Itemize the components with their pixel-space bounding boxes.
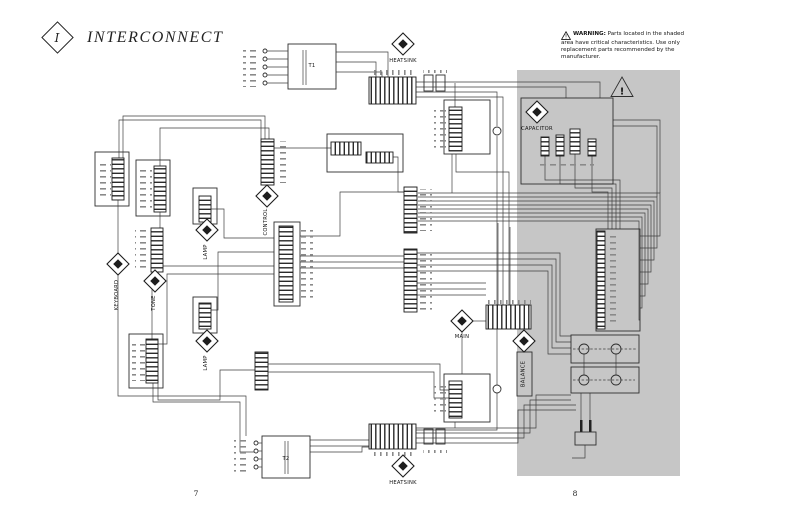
connector-tone-c bbox=[145, 338, 159, 384]
pin-label-marks bbox=[98, 66, 619, 460]
shaded-warning-triangle: ! bbox=[610, 76, 634, 98]
main-board-outline bbox=[595, 228, 641, 332]
connector-lamp-upper bbox=[198, 195, 212, 223]
relay-contact-3 bbox=[578, 374, 590, 386]
connector-keyboard bbox=[111, 157, 125, 201]
wire-group-left bbox=[117, 115, 270, 453]
ac-plug bbox=[574, 420, 597, 446]
warning-triangle-icon: ! bbox=[561, 31, 571, 40]
connector-capacitor-4 bbox=[587, 138, 597, 157]
jack-bottom bbox=[492, 384, 502, 394]
plug-prong-1 bbox=[580, 420, 583, 432]
small-module-box-4 bbox=[435, 428, 446, 445]
relay-contact-2 bbox=[610, 343, 622, 355]
connector-main-board-edge bbox=[596, 230, 606, 330]
component-markers: HEATSINK CAPACITOR CONTROL LAMP KEYBOARD… bbox=[106, 32, 553, 486]
warning-note: ! WARNING: Parts located in the shaded a… bbox=[561, 31, 711, 61]
plug-prong-2 bbox=[589, 420, 592, 432]
connector-control-bottom bbox=[254, 351, 269, 391]
interconnect-diamond-icon: I bbox=[41, 21, 74, 54]
heatsink-bottom-label: HEATSINK bbox=[389, 480, 417, 486]
heatsink-top-marker bbox=[391, 32, 415, 56]
warning-line-2: area have critical characteristics. Use … bbox=[561, 40, 680, 46]
connector-capacitor-2 bbox=[555, 134, 565, 157]
connector-center-a bbox=[403, 186, 418, 234]
relay-section bbox=[570, 334, 640, 394]
connector-lamp-lower bbox=[198, 302, 212, 330]
connector-heatsink-bottom bbox=[368, 423, 417, 450]
connector-right-lower bbox=[448, 380, 463, 419]
control-marker bbox=[255, 184, 279, 208]
svg-text:!: ! bbox=[620, 87, 625, 98]
svg-text:!: ! bbox=[565, 35, 567, 40]
lamp-lower-label: LAMP bbox=[203, 355, 209, 370]
relay-contact-1 bbox=[578, 343, 590, 355]
warning-text-1: WARNING: Parts located in the shaded bbox=[573, 31, 685, 37]
warning-line-1: ! WARNING: Parts located in the shaded bbox=[561, 31, 711, 40]
control-board-outline bbox=[273, 221, 301, 307]
main-marker bbox=[450, 309, 474, 333]
connector-center-sub-a bbox=[330, 141, 362, 156]
center-sub-outline bbox=[326, 133, 404, 173]
capacitor-label: CAPACITOR bbox=[521, 126, 553, 132]
tone-label: TONE bbox=[151, 295, 157, 311]
warning-title: WARNING: bbox=[573, 31, 606, 37]
page-number-right: 8 bbox=[573, 489, 578, 498]
tone-marker bbox=[143, 269, 167, 293]
connectors bbox=[111, 76, 606, 450]
lamp-upper-label: LAMP bbox=[203, 244, 209, 259]
tone-board-outline-b bbox=[128, 333, 164, 389]
connector-tone-b bbox=[150, 227, 164, 273]
wire-group-main-bus bbox=[417, 192, 661, 355]
relay-contact-4 bbox=[610, 374, 622, 386]
keyboard-label: KEYBOARD bbox=[114, 280, 120, 310]
control-label: CONTROL bbox=[263, 208, 269, 235]
wire-group-bottom bbox=[310, 354, 617, 459]
jack-top bbox=[492, 126, 502, 136]
board-outline-boxes bbox=[94, 74, 641, 445]
small-module-box-1 bbox=[423, 74, 434, 92]
connector-heatsink-top bbox=[368, 76, 417, 105]
tone-board-outline-a bbox=[135, 159, 171, 217]
page-title: INTERCONNECT bbox=[87, 28, 224, 46]
balance-label: BALANCE bbox=[521, 361, 527, 387]
transformer-t2: T2 bbox=[234, 435, 311, 479]
connector-capacitor-3 bbox=[569, 128, 581, 155]
connector-center-b bbox=[403, 248, 418, 313]
keyboard-board-outline bbox=[94, 151, 130, 207]
diamond-icon-letter: I bbox=[55, 30, 60, 45]
connector-center-sub-b bbox=[365, 151, 394, 164]
connector-control-main bbox=[278, 225, 294, 303]
t2-pin-labels bbox=[234, 439, 250, 473]
keyboard-marker bbox=[106, 252, 130, 276]
heatsink-top-label: HEATSINK bbox=[389, 58, 417, 64]
wire-group-main-board bbox=[416, 136, 511, 431]
connector-main-row bbox=[485, 304, 532, 330]
warning-line-3: replacement parts recommended by the man… bbox=[561, 46, 675, 60]
plug-body bbox=[574, 431, 597, 446]
t2-label: T2 bbox=[282, 456, 290, 462]
small-module-box-2 bbox=[435, 74, 446, 92]
main-label: MAIN bbox=[455, 334, 469, 340]
connector-tone-a bbox=[153, 165, 167, 213]
transformer-t1: T1 bbox=[243, 43, 337, 90]
page-number-left: 7 bbox=[194, 489, 199, 498]
t1-pin-labels bbox=[243, 47, 259, 87]
page-header: I INTERCONNECT bbox=[41, 21, 224, 54]
t1-label: T1 bbox=[308, 63, 316, 69]
connector-capacitor-1 bbox=[540, 136, 550, 157]
connector-control-top bbox=[260, 138, 275, 186]
connector-right-upper bbox=[448, 106, 463, 152]
capacitor-board-outline bbox=[520, 97, 614, 185]
small-module-box-3 bbox=[423, 428, 434, 445]
